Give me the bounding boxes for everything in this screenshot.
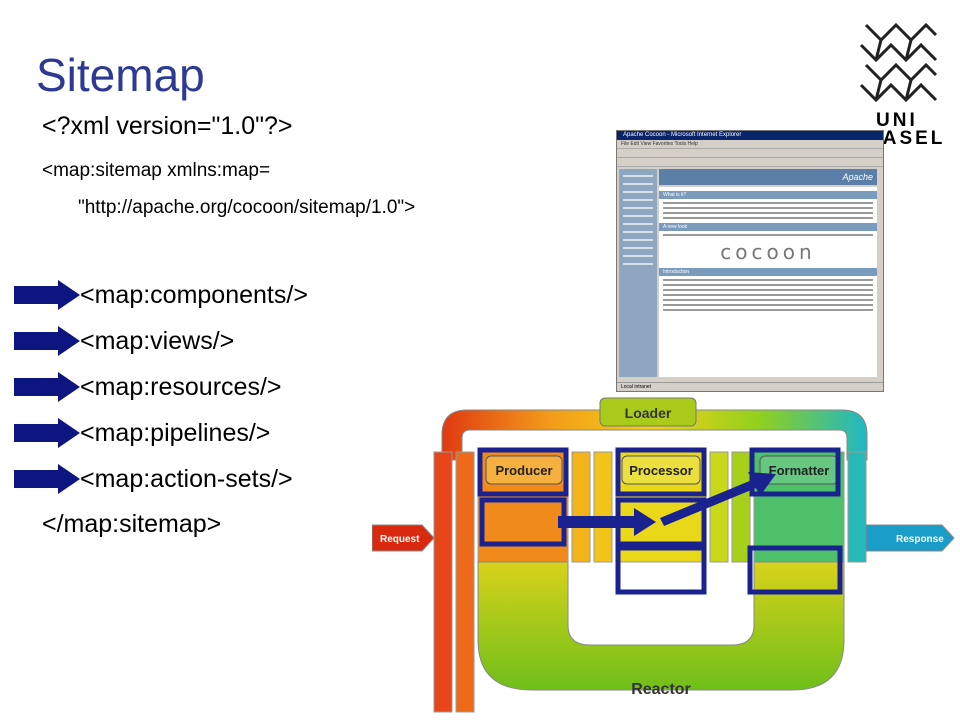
item-resources: <map:resources/> xyxy=(80,373,282,401)
highlight-box xyxy=(747,545,843,595)
loader-label: Loader xyxy=(625,405,672,421)
highlight-box xyxy=(615,545,707,595)
band-segment xyxy=(847,451,867,563)
sitemap-close-tag: </map:sitemap> xyxy=(42,510,222,538)
browser-menu-bar: File Edit View Favorites Tools Help xyxy=(617,140,883,149)
sitemap-namespace: "http://apache.org/cocoon/sitemap/1.0"> xyxy=(78,197,416,218)
band-segment xyxy=(593,451,613,563)
browser-status-bar: Local intranet xyxy=(617,382,883,391)
browser-address-bar xyxy=(617,158,883,167)
logo-text-basel: BASEL xyxy=(866,128,946,149)
band-segment xyxy=(433,451,453,713)
item-components: <map:components/> xyxy=(80,281,308,309)
band-segment xyxy=(455,451,475,713)
producer-label: Producer xyxy=(495,463,552,478)
flow-arrow-icon xyxy=(558,508,656,536)
loader-box xyxy=(599,397,697,427)
highlight-box xyxy=(615,447,707,497)
browser-sidebar xyxy=(619,169,657,377)
browser-cocoon-logo: cocoon xyxy=(720,240,816,264)
xml-declaration: <?xml version="1.0"?> xyxy=(42,112,293,140)
cocoon-architecture-diagram: Loader Request Response Reactor Producer… xyxy=(372,397,955,713)
loader-arc xyxy=(441,409,868,461)
slide-title: Sitemap xyxy=(36,49,205,101)
arrow-icon xyxy=(14,280,80,310)
item-action-sets: <map:action-sets/> xyxy=(80,465,293,493)
formatter-label: Formatter xyxy=(769,463,830,478)
browser-screenshot: Apache Cocoon - Microsoft Internet Explo… xyxy=(616,130,884,392)
arrow-icon xyxy=(14,418,80,448)
browser-section-heading: A new look xyxy=(659,223,877,231)
browser-title-bar: Apache Cocoon - Microsoft Internet Explo… xyxy=(617,131,883,140)
reactor-shape xyxy=(477,561,845,691)
browser-section-heading: Introduction xyxy=(659,268,877,276)
band-segment xyxy=(709,451,729,563)
sitemap-open-tag: <map:sitemap xmlns:map= xyxy=(42,160,271,181)
arrow-icon xyxy=(14,372,80,402)
arrow-icon xyxy=(14,326,80,356)
highlight-box xyxy=(477,447,569,497)
response-label: Response xyxy=(896,534,944,545)
flow-arrow-icon xyxy=(660,472,776,526)
processor-label: Processor xyxy=(629,463,693,478)
producer-box xyxy=(485,455,563,485)
browser-page-content: What is it? A new look cocoon Introducti… xyxy=(659,187,877,377)
request-label: Request xyxy=(380,534,420,545)
item-pipelines: <map:pipelines/> xyxy=(80,419,271,447)
reactor-label: Reactor xyxy=(631,681,691,698)
arrow-icon xyxy=(14,464,80,494)
highlight-box xyxy=(749,447,841,497)
request-arrow xyxy=(372,524,435,552)
logo-text-uni: UNI xyxy=(876,110,918,131)
band-segment xyxy=(571,451,591,563)
browser-section-heading: What is it? xyxy=(659,191,877,199)
response-arrow xyxy=(865,524,955,552)
browser-page-header: Apache xyxy=(659,169,877,185)
uni-basel-logo-icon xyxy=(859,22,938,103)
band-segment xyxy=(731,451,751,563)
item-views: <map:views/> xyxy=(80,327,235,355)
processor-box xyxy=(621,455,701,485)
browser-toolbar xyxy=(617,149,883,158)
